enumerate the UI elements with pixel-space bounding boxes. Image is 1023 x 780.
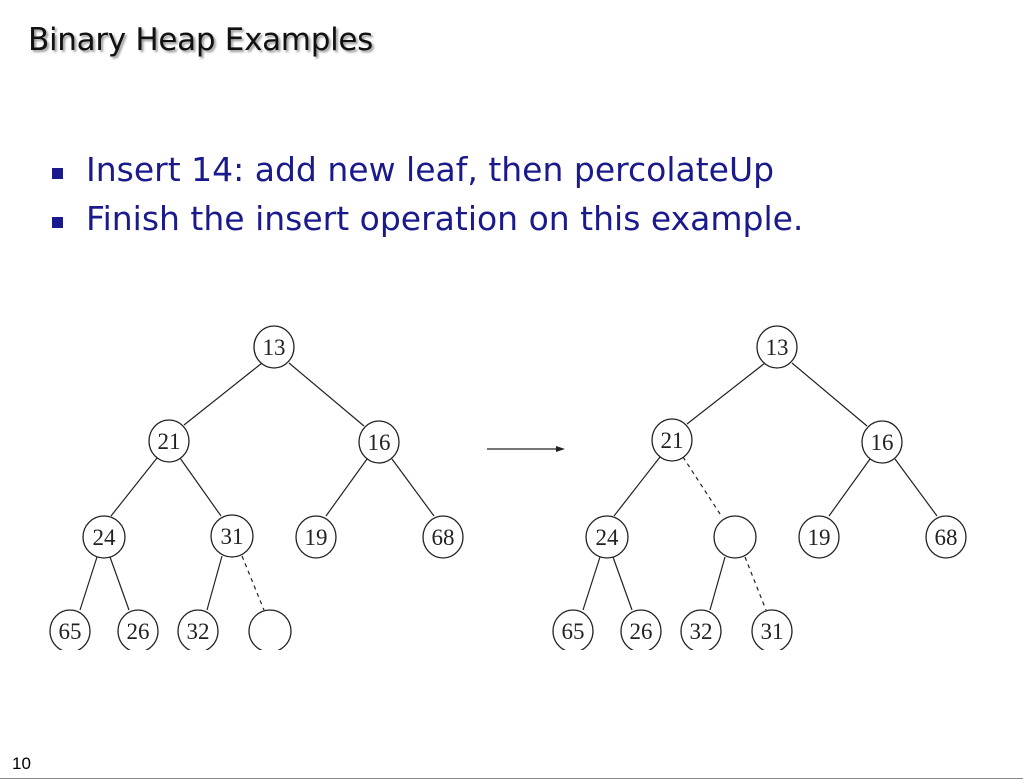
- edge: [791, 362, 868, 427]
- heap-hole-node: [248, 609, 292, 650]
- node-label: 16: [871, 430, 894, 455]
- heap-node: 26: [620, 609, 662, 650]
- heap-node: 19: [798, 515, 840, 559]
- edge: [391, 458, 435, 517]
- node-label: 13: [766, 335, 789, 360]
- heap-node: 31: [751, 609, 793, 650]
- square-bullet-icon: [52, 217, 63, 228]
- dashed-edge: [241, 555, 265, 611]
- node-label: 31: [221, 524, 244, 549]
- heap-node: 65: [552, 609, 594, 650]
- bullet-list: Insert 14: add new leaf, then percolateU…: [50, 150, 803, 248]
- node-label: 16: [368, 430, 391, 455]
- heap-node: 16: [358, 420, 400, 464]
- node-label: 31: [761, 619, 784, 644]
- node-label: 68: [432, 525, 455, 550]
- node-label: 32: [690, 619, 713, 644]
- heap-node: 65: [49, 609, 91, 650]
- edge: [110, 457, 158, 517]
- heap-after-nodes: 13 21 16 24 19 68 65: [552, 325, 967, 650]
- edge: [582, 556, 601, 611]
- heap-node: 13: [756, 325, 798, 369]
- edge: [179, 457, 222, 517]
- heap-before: [79, 362, 435, 611]
- bullet-item: Insert 14: add new leaf, then percolateU…: [50, 150, 803, 199]
- heap-node: 32: [680, 609, 722, 650]
- edge: [79, 556, 98, 611]
- heap-node: 19: [295, 515, 337, 559]
- bullet-text: Finish the insert operation on this exam…: [86, 199, 804, 238]
- square-bullet-icon: [52, 168, 63, 179]
- transition-arrow-icon: [487, 446, 565, 452]
- heap-node: 21: [148, 419, 190, 463]
- heap-hole-node: [713, 515, 757, 559]
- bullet-text: Insert 14: add new leaf, then percolateU…: [86, 150, 775, 189]
- node-label: 26: [630, 619, 653, 644]
- slide-title: Binary Heap Examples: [28, 22, 374, 58]
- edge: [612, 556, 633, 611]
- node-label: 65: [59, 619, 82, 644]
- node-label: 21: [661, 428, 684, 453]
- edge: [325, 458, 368, 517]
- heap-node: 32: [177, 609, 219, 650]
- node-label: 13: [263, 335, 286, 360]
- heap-before-nodes: 13 21 16 24 31 19 68 65: [49, 325, 464, 650]
- edge: [828, 458, 871, 517]
- dashed-edge: [744, 556, 767, 611]
- heap-node: 26: [117, 609, 159, 650]
- heap-after: [582, 362, 938, 611]
- edge: [183, 362, 263, 426]
- heap-node: 24: [585, 515, 629, 559]
- dashed-edge: [682, 456, 723, 518]
- node-label: 68: [935, 525, 958, 550]
- footer-divider: [0, 778, 1023, 779]
- heap-node: 16: [861, 420, 903, 464]
- edge: [894, 458, 938, 517]
- edge: [686, 362, 766, 425]
- node-label: 21: [158, 429, 181, 454]
- edge: [109, 556, 130, 611]
- edge: [613, 456, 661, 517]
- edge: [709, 556, 726, 611]
- node-label: 65: [562, 619, 585, 644]
- node-label: 19: [808, 525, 831, 550]
- node-label: 24: [93, 525, 117, 550]
- edge: [288, 362, 365, 427]
- node-label: 24: [596, 525, 620, 550]
- heap-node: 13: [253, 325, 295, 369]
- node-label: 32: [187, 619, 210, 644]
- heap-node: 31: [210, 514, 254, 558]
- edge: [206, 555, 223, 611]
- bullet-item: Finish the insert operation on this exam…: [50, 199, 803, 248]
- heap-node: 68: [422, 515, 464, 559]
- heap-node: 68: [925, 515, 967, 559]
- heap-node: 21: [651, 418, 693, 462]
- node-label: 26: [127, 619, 150, 644]
- heap-node: 24: [82, 515, 126, 559]
- slide-number: 10: [12, 754, 31, 773]
- node-label: 19: [305, 525, 328, 550]
